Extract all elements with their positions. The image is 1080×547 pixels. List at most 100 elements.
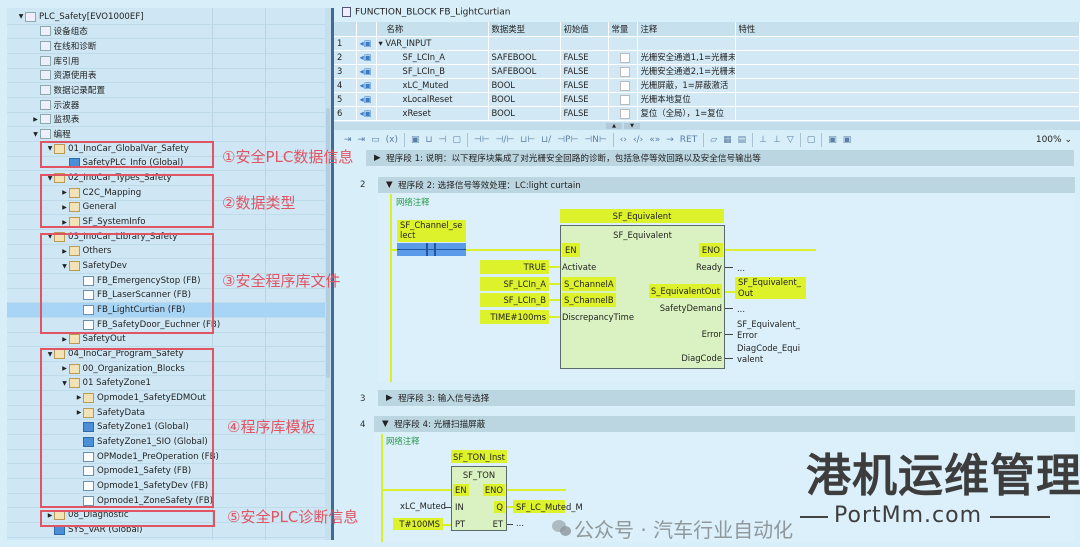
network-2-comment[interactable]: 网络注释 bbox=[396, 197, 430, 207]
variable-row[interactable]: 6 ◂▣ xReset BOOL FALSE 复位（全局），1=复位 bbox=[334, 106, 1080, 121]
ton-q-value[interactable]: SF_LC_Muted_M bbox=[513, 500, 583, 513]
tree-item[interactable]: FB_LightCurtian (FB) bbox=[7, 303, 325, 318]
var-attr[interactable] bbox=[735, 36, 1080, 51]
var-attr[interactable] bbox=[735, 106, 1080, 121]
expand-arrow-right-icon[interactable]: ▶ bbox=[33, 115, 38, 123]
network-4-comment[interactable]: 网络注释 bbox=[386, 436, 420, 446]
rising-edge-icon[interactable]: ⊣P⊢ bbox=[557, 135, 579, 145]
var-init[interactable]: FALSE bbox=[560, 64, 609, 79]
tree-item[interactable]: OPMode1_PreOperation (FB) bbox=[7, 450, 325, 465]
var-type[interactable]: BOOL bbox=[488, 78, 561, 93]
col-init[interactable]: 初始值 bbox=[560, 22, 609, 37]
col-type[interactable]: 数据类型 bbox=[488, 22, 561, 37]
expand-arrow-down-icon[interactable]: ▼ bbox=[18, 13, 24, 21]
var-const[interactable] bbox=[608, 50, 638, 65]
var-init[interactable] bbox=[560, 36, 609, 51]
var-comment[interactable]: 复位（全局），1=复位 bbox=[637, 106, 736, 121]
variable-row[interactable]: 3 ◂▣ SF_LCIn_B SAFEBOOL FALSE 光栅安全通道2,1=… bbox=[334, 64, 1080, 79]
splitter-down-icon[interactable]: ▼ bbox=[624, 123, 640, 129]
output-value[interactable]: SF_Equivalent_Error bbox=[737, 319, 800, 340]
expand-arrow-down-icon[interactable]: ▼ bbox=[47, 350, 53, 358]
sf-ton-block[interactable]: SF_TON EN ENO IN Q PT ET bbox=[451, 466, 507, 531]
coil-icon[interactable]: ‹› bbox=[619, 135, 627, 145]
tree-item[interactable]: ▶Others bbox=[7, 245, 325, 260]
var-init[interactable]: FALSE bbox=[560, 92, 609, 107]
insert-network-icon[interactable]: ⇥ bbox=[344, 135, 352, 145]
nc-contact-icon[interactable]: ⊣/⊢ bbox=[495, 135, 515, 145]
toggle-view-icon[interactable]: ▦ bbox=[723, 135, 732, 145]
insert-box-icon[interactable]: ▣ bbox=[410, 135, 420, 145]
constant-checkbox[interactable] bbox=[619, 94, 630, 105]
input-value[interactable]: SF_LCIn_B bbox=[480, 293, 549, 307]
col-attr[interactable]: 特性 bbox=[735, 22, 1080, 37]
network-3-header[interactable]: ▶ 程序段 3: 输入信号选择 bbox=[378, 390, 1075, 406]
monitor-icon[interactable]: ▢ bbox=[806, 135, 816, 145]
tree-scrollbar[interactable] bbox=[325, 8, 331, 540]
expand-arrow-right-icon[interactable]: ▶ bbox=[62, 335, 67, 343]
var-comment[interactable]: 光栅安全通道1,1=光栅未闯入，0... bbox=[637, 50, 736, 65]
output-value[interactable]: ... bbox=[737, 304, 745, 314]
var-name[interactable]: xLC_Muted bbox=[376, 78, 489, 93]
scrollbar-thumb[interactable] bbox=[326, 108, 330, 378]
col-name[interactable]: 名称 bbox=[376, 22, 489, 37]
var-type[interactable]: SAFEBOOL bbox=[488, 64, 561, 79]
tree-item[interactable]: ▶C2C_Mapping bbox=[7, 186, 325, 201]
align-right-icon[interactable]: ⊥ bbox=[772, 135, 781, 145]
tree-item[interactable]: ▶00_Organization_Blocks bbox=[7, 362, 325, 377]
var-attr[interactable] bbox=[735, 50, 1080, 65]
tree-item[interactable]: FB_EmergencyStop (FB) bbox=[7, 274, 325, 289]
ton-pt-value[interactable]: T#100MS bbox=[393, 518, 443, 530]
var-type[interactable]: BOOL bbox=[488, 106, 561, 121]
toggle-comment-icon[interactable]: ▱ bbox=[710, 135, 718, 145]
ton-instance-label[interactable]: SF_TON_Inst bbox=[451, 450, 507, 463]
expand-arrow-right-icon[interactable]: ▶ bbox=[76, 409, 82, 417]
tree-item[interactable]: Opmode1_SafetyDev (FB) bbox=[7, 479, 325, 494]
splitter-up-icon[interactable]: ▲ bbox=[606, 123, 622, 129]
expand-all-icon[interactable]: ▣ bbox=[828, 135, 837, 145]
var-comment[interactable]: 光栅安全通道2,1=光栅未闯入，0... bbox=[637, 64, 736, 79]
expand-arrow-right-icon[interactable]: ▶ bbox=[62, 218, 67, 226]
no-contact-icon[interactable]: ⊣⊢ bbox=[473, 135, 490, 145]
align-left-icon[interactable]: ⊥ bbox=[759, 135, 767, 145]
expand-arrow-down-icon[interactable]: ▼ bbox=[33, 130, 38, 138]
constant-checkbox[interactable] bbox=[619, 66, 630, 77]
var-name[interactable]: SF_LCIn_A bbox=[376, 50, 489, 65]
panel-splitter[interactable] bbox=[331, 8, 334, 540]
expand-arrow-down-icon[interactable]: ▼ bbox=[47, 233, 53, 241]
toggle-title-icon[interactable]: ▤ bbox=[737, 135, 747, 145]
network-1-header[interactable]: ▶ 程序段 1: 说明：以下程序块集成了对光栅安全回路的诊断，包括急停等效回路以… bbox=[366, 150, 1074, 166]
normally-open-contact[interactable] bbox=[397, 243, 466, 256]
contact-label[interactable]: SF_Channel_select bbox=[397, 220, 466, 242]
tree-item[interactable]: 示波器 bbox=[7, 98, 325, 113]
var-type[interactable] bbox=[488, 36, 561, 51]
tree-item[interactable]: FB_LaserScanner (FB) bbox=[7, 289, 325, 304]
tree-item[interactable]: ▼SafetyDev bbox=[7, 259, 325, 274]
tree-item[interactable]: 数据记录配置 bbox=[7, 83, 325, 98]
tree-item[interactable]: 设备组态 bbox=[7, 25, 325, 40]
expand-arrow-down-icon[interactable]: ▼ bbox=[62, 262, 67, 270]
expand-arrow-right-icon[interactable]: ▶ bbox=[76, 394, 82, 402]
var-attr[interactable] bbox=[735, 78, 1080, 93]
tree-item[interactable]: Opmode1_Safety (FB) bbox=[7, 464, 325, 480]
tree-item[interactable]: 库引用 bbox=[7, 54, 325, 69]
var-comment[interactable]: 光栅屏蔽，1=屏蔽激活 bbox=[637, 78, 736, 93]
constant-checkbox[interactable] bbox=[619, 108, 630, 119]
var-type[interactable]: SAFEBOOL bbox=[488, 50, 561, 65]
tree-item[interactable]: ▼PLC_Safety[EVO1000EF] bbox=[7, 10, 325, 25]
falling-edge-icon[interactable]: ⊣N⊢ bbox=[584, 135, 607, 145]
tree-item[interactable]: ▶Opmode1_SafetyEDMOut bbox=[7, 391, 325, 406]
input-value[interactable]: TIME#100ms bbox=[480, 310, 549, 324]
jump-icon[interactable]: → bbox=[666, 135, 674, 145]
negated-coil-icon[interactable]: ‹/› bbox=[632, 135, 644, 145]
tree-item[interactable]: 资源使用表 bbox=[7, 69, 325, 84]
expand-arrow-right-icon[interactable]: ▶ bbox=[62, 203, 67, 211]
tree-item[interactable]: ▶监视表 bbox=[7, 113, 325, 128]
tree-item[interactable]: ▼01 SafetyZone1 bbox=[7, 377, 325, 392]
variable-row[interactable]: 4 ◂▣ xLC_Muted BOOL FALSE 光栅屏蔽，1=屏蔽激活 bbox=[334, 78, 1080, 93]
insert-comment-icon[interactable]: ▭ bbox=[371, 135, 380, 145]
tree-item[interactable]: ▶SafetyOut bbox=[7, 333, 325, 348]
input-value[interactable]: TRUE bbox=[480, 260, 549, 274]
input-value[interactable]: SF_LCIn_A bbox=[480, 277, 549, 291]
variable-row[interactable]: 2 ◂▣ SF_LCIn_A SAFEBOOL FALSE 光栅安全通道1,1=… bbox=[334, 50, 1080, 65]
tree-item[interactable]: ▼02_InoCar_Types_Safety bbox=[7, 171, 325, 186]
